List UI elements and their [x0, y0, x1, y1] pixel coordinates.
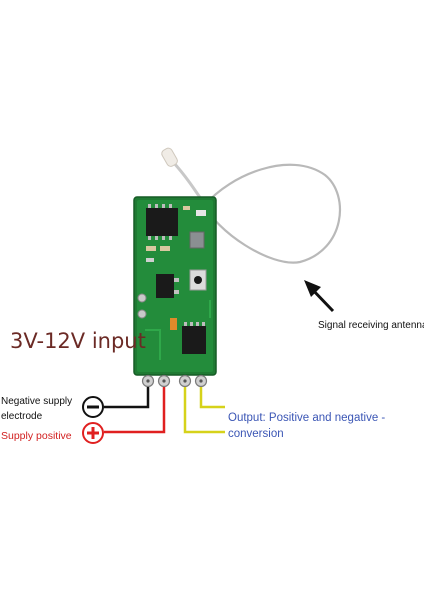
antenna-label: Signal receiving antenna — [318, 320, 424, 331]
negative-supply-label: Negative supply electrode — [1, 396, 73, 422]
positive-supply-label: Supply positive — [1, 430, 72, 442]
terminal-pads — [141, 374, 208, 388]
negative-wire — [104, 387, 150, 409]
minus-icon — [82, 396, 104, 418]
input-voltage-label: 3V-12V input — [10, 329, 146, 353]
output-wires — [183, 387, 225, 434]
output-label: Output: Positive and negative - conversi… — [228, 412, 386, 440]
plus-icon — [82, 422, 104, 444]
antenna-arrow — [304, 280, 335, 313]
positive-wire — [104, 387, 166, 434]
pcb-module — [133, 196, 217, 388]
